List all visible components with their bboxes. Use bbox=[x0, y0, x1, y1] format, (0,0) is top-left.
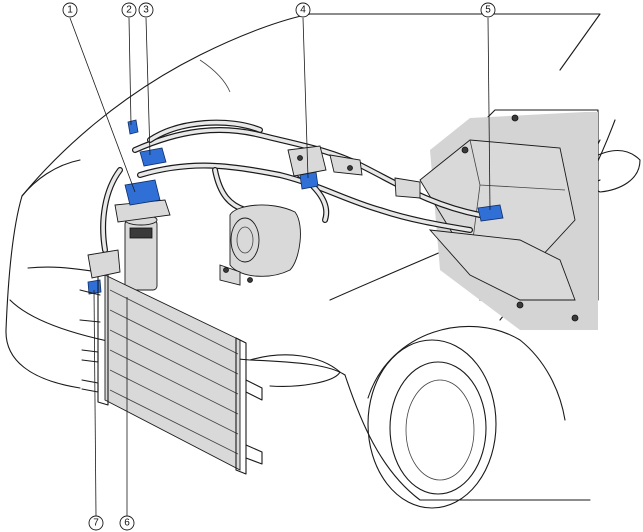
condenser bbox=[79, 249, 263, 475]
component-7-sensor bbox=[87, 279, 102, 295]
module-bracket bbox=[428, 229, 576, 301]
component-3-sensor bbox=[139, 147, 167, 167]
component-2-sensor bbox=[127, 119, 139, 135]
receiver-drier bbox=[114, 199, 171, 291]
tire-inner bbox=[389, 361, 487, 495]
leader-lines bbox=[69, 17, 491, 517]
callout-1: 1 bbox=[62, 2, 78, 18]
callout-2-label: 2 bbox=[126, 5, 132, 16]
callout-4: 4 bbox=[295, 2, 311, 18]
leader-4 bbox=[302, 17, 309, 179]
headlamp-line bbox=[249, 354, 341, 387]
tire bbox=[367, 339, 497, 509]
callout-6: 6 bbox=[119, 515, 135, 531]
callout-4-label: 4 bbox=[300, 5, 306, 16]
callout-3: 3 bbox=[138, 2, 154, 18]
condenser-fitting bbox=[87, 249, 121, 279]
leader-3 bbox=[145, 17, 151, 156]
compressor bbox=[219, 204, 301, 286]
wheel-arch bbox=[367, 326, 566, 421]
callout-5-label: 5 bbox=[485, 5, 491, 16]
callout-5: 5 bbox=[480, 2, 496, 18]
compressor-pulley bbox=[230, 217, 260, 263]
hood-outline bbox=[21, 13, 601, 197]
engine-bay bbox=[406, 112, 598, 330]
condenser-core bbox=[104, 274, 241, 471]
leader-7 bbox=[93, 289, 97, 517]
callout-6-label: 6 bbox=[124, 518, 130, 529]
component-1-sensor bbox=[124, 179, 161, 206]
fender-outline bbox=[344, 374, 591, 501]
callout-1-label: 1 bbox=[67, 5, 73, 16]
hood-crease bbox=[199, 59, 231, 93]
callout-7: 7 bbox=[88, 515, 104, 531]
component-5-sensor bbox=[477, 204, 504, 222]
callout-3-label: 3 bbox=[143, 5, 149, 16]
bumper-outline bbox=[5, 195, 81, 389]
hood-front-edge bbox=[21, 159, 81, 197]
leader-2 bbox=[128, 17, 132, 126]
callout-2: 2 bbox=[121, 2, 137, 18]
leader-5 bbox=[487, 17, 491, 211]
front-panel-line bbox=[27, 266, 101, 273]
condenser-right-tank bbox=[235, 337, 247, 475]
rim bbox=[405, 379, 475, 481]
callout-7-label: 7 bbox=[93, 518, 99, 529]
leader-1 bbox=[69, 17, 136, 193]
valve-block bbox=[287, 145, 421, 199]
valve-block-body bbox=[287, 145, 327, 177]
